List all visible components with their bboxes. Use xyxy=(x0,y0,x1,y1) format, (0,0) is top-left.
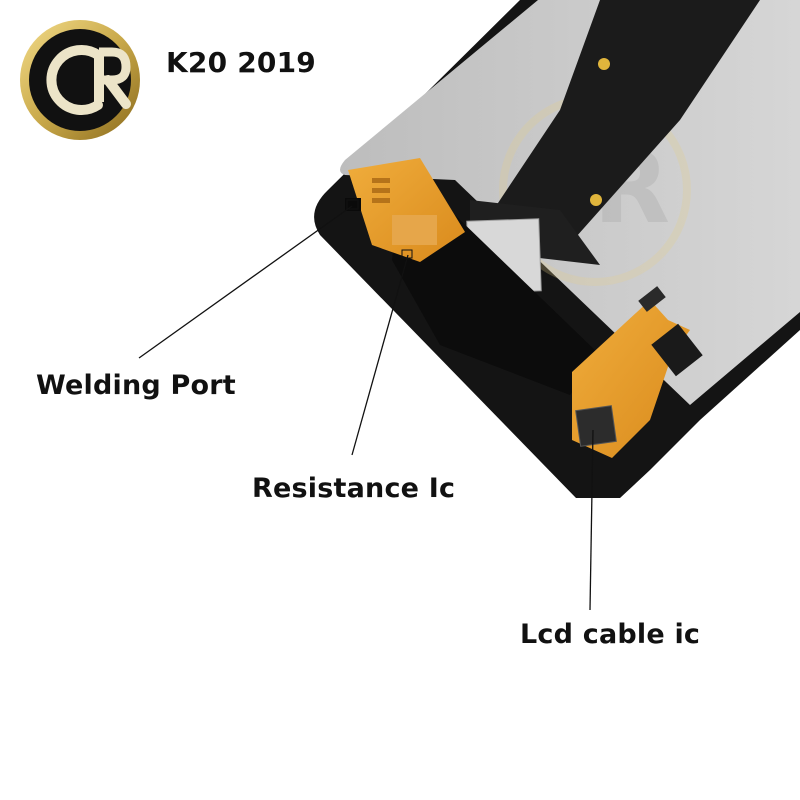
welding-pads xyxy=(372,178,437,245)
main-flex-ribbon xyxy=(470,0,760,255)
diagonal-flex xyxy=(392,200,600,395)
resistance-ic-label: Resistance Ic xyxy=(252,473,456,504)
connector xyxy=(638,286,666,312)
model-title: K20 2019 xyxy=(166,46,316,79)
ribbon-contact xyxy=(598,58,610,70)
welding-port-leader xyxy=(138,205,353,359)
brand-logo xyxy=(20,20,140,140)
lcd-cable-ic-chip xyxy=(575,405,617,447)
lcd-cable-ic-leader xyxy=(589,429,594,611)
welding-port-label: Welding Port xyxy=(36,370,236,401)
welding-port-pointer xyxy=(346,199,359,210)
connector xyxy=(651,323,703,377)
resistance-ic-pointer xyxy=(401,249,413,259)
resistance-ic-leader xyxy=(351,254,409,456)
lcd-cable-ic-label: Lcd cable ic xyxy=(520,619,701,650)
ribbon-contact xyxy=(590,194,602,206)
